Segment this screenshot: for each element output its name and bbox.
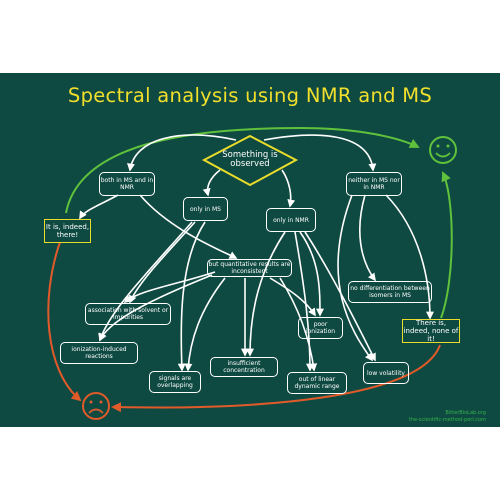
- arrow-onlynmr-to-linear: [294, 231, 314, 372]
- node-insufficient-concentration: insufficient concentration: [210, 357, 278, 377]
- start-diamond: [201, 134, 299, 187]
- node-both: both in MS and in NMR: [99, 172, 155, 196]
- smiley-face-icon: [429, 136, 457, 164]
- arrow-start-to-onlyms: [202, 169, 221, 197]
- node-linear-range: out of linear dynamic range: [287, 372, 347, 394]
- sad-face-icon: [82, 392, 110, 420]
- arrow-neither-to-nodiff: [359, 194, 376, 282]
- node-only-nmr: only in NMR: [266, 208, 316, 232]
- arrow-none-to-sad: [111, 344, 441, 413]
- arrow-onlyms-to-assoc: [129, 221, 196, 304]
- diagram-board: [0, 73, 500, 427]
- arrow-both-to-there: [79, 194, 119, 220]
- node-low-volatility: low volatility: [363, 362, 409, 384]
- arrow-neither-to-volatility: [337, 194, 373, 362]
- arrow-quant-to-ionreact: [99, 274, 213, 342]
- arrow-onlyms-to-overlap: [177, 221, 206, 372]
- arrow-to-happy: [65, 126, 420, 214]
- arrow-onlynmr-to-insuff: [246, 231, 286, 357]
- arrow-start-to-neither: [263, 134, 377, 172]
- arrow-both-to-quant: [139, 194, 238, 259]
- result-none: There is, indeed, none of it!: [402, 319, 460, 343]
- node-ionization-reactions: ionization-induced reactions: [60, 342, 138, 364]
- arrow-there-to-sad: [47, 241, 82, 402]
- arrow-quant-to-assoc: [123, 271, 216, 303]
- node-quant-inconsistent: but quantitative results are inconsisten…: [207, 259, 292, 277]
- diagram-title: Spectral analysis using NMR and MS: [67, 84, 433, 107]
- start-node: Something is observed: [222, 150, 278, 169]
- arrow-start-to-both: [127, 134, 237, 172]
- credit-line-2: the-scientific-method-perl.com: [408, 417, 486, 423]
- node-poor-ionization: poor ionization: [298, 317, 343, 339]
- node-no-differentiation: no differentiation between isomers in MS: [348, 281, 432, 303]
- arrow-onlynmr-to-poor: [299, 231, 324, 317]
- node-signals-overlapping: signals are overlapping: [149, 371, 201, 393]
- arrow-neither-to-none: [385, 194, 434, 320]
- arrow-start-to-onlynmr: [281, 169, 296, 208]
- arrow-onlynmr-to-volatility: [304, 231, 376, 362]
- result-there: It is, indeed, there!: [44, 219, 91, 243]
- arrow-quant-to-linear: [279, 277, 318, 372]
- node-association: association with solvent or impurities: [85, 303, 171, 325]
- credit-line-1: BitterBioLab.org: [445, 410, 486, 416]
- arrow-onlyms-to-ionreact: [98, 221, 193, 342]
- arrow-quant-to-overlap: [184, 277, 226, 372]
- arrow-quant-to-poor: [269, 277, 316, 317]
- arrow-none-to-happy: [440, 171, 453, 319]
- node-only-ms: only in MS: [183, 197, 228, 221]
- node-neither: neither in MS nor in NMR: [346, 172, 402, 196]
